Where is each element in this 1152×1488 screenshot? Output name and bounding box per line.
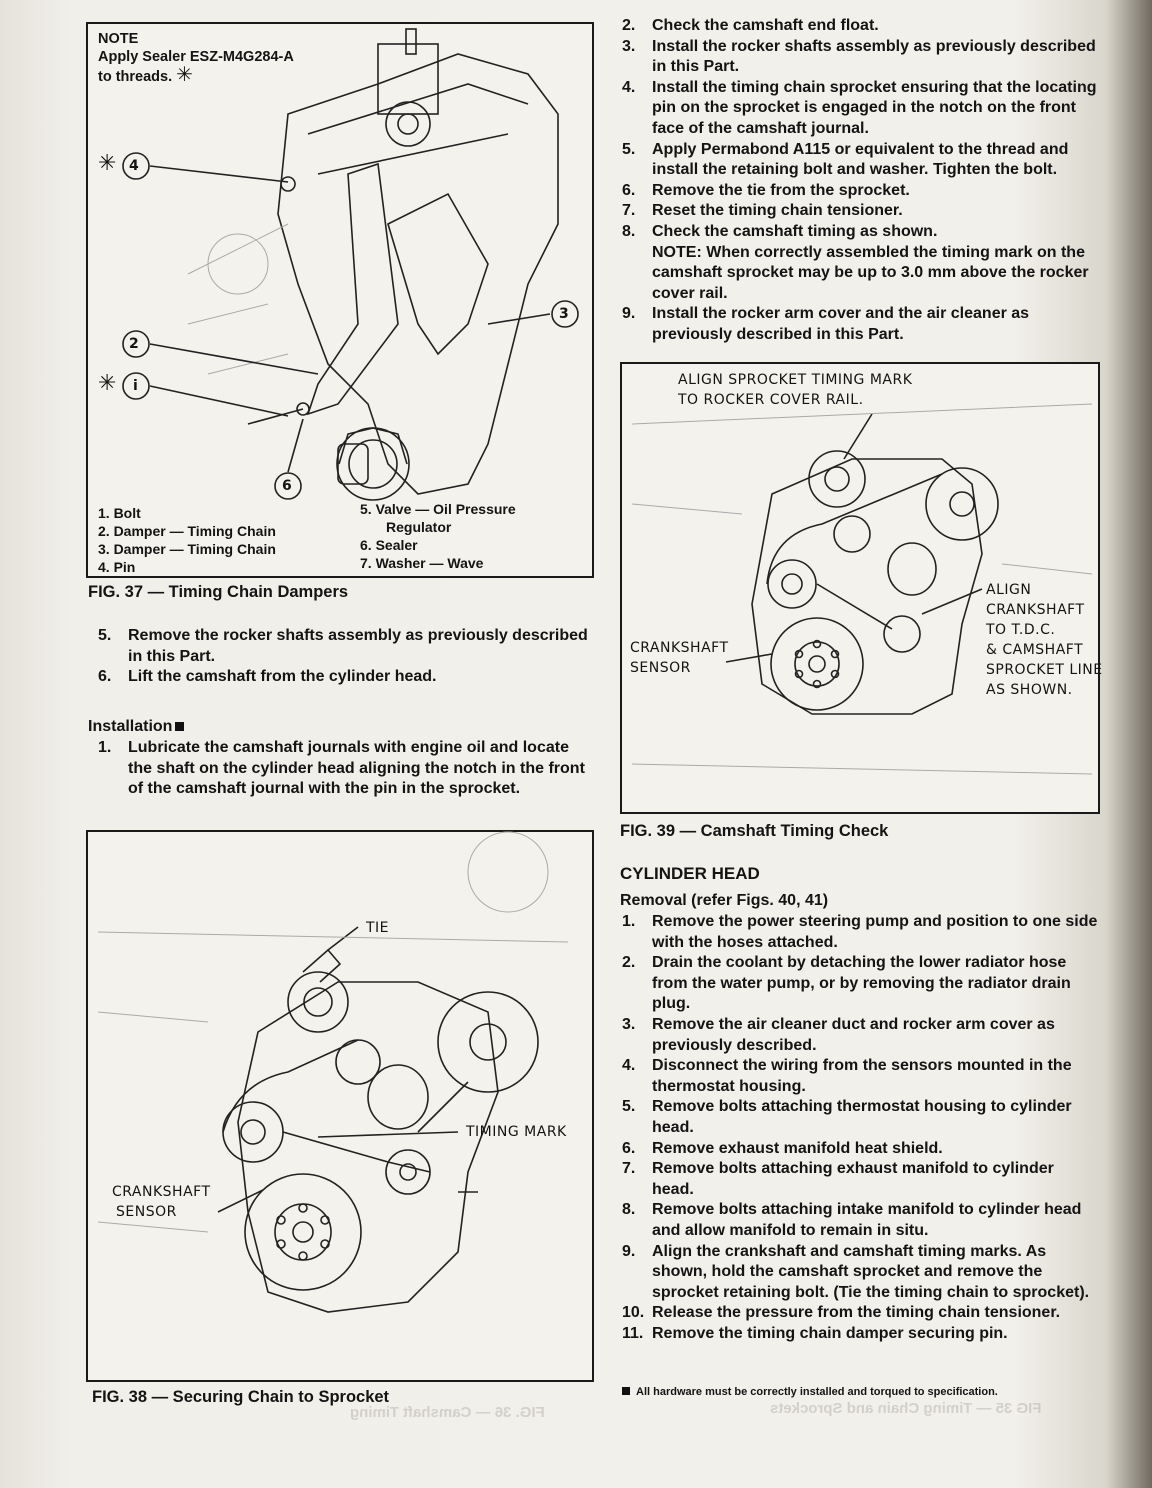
footnote: All hardware must be correctly installed… bbox=[622, 1386, 998, 1398]
callout-3: 3 bbox=[559, 306, 570, 322]
asterisk-icon: ✳ bbox=[98, 370, 117, 395]
list-item: 3.Remove the air cleaner duct and rocker… bbox=[622, 1015, 1055, 1054]
list-item: 6.Lift the camshaft from the cylinder he… bbox=[98, 668, 437, 686]
list-item: 9.Install the rocker arm cover and the a… bbox=[622, 305, 1030, 343]
list-item: 2.Drain the coolant by detaching the low… bbox=[622, 954, 1071, 1013]
removal-heading: Removal (refer Figs. 40, 41) bbox=[620, 892, 829, 909]
right-steps: 2.Check the camshaft end float. 3.Instal… bbox=[622, 16, 1100, 346]
list-item: 8.Check the camshaft timing as shown. bbox=[622, 222, 938, 240]
fig39-box: ALIGN SPROCKET TIMING MARK TO ROCKER COV… bbox=[620, 362, 1103, 814]
legend-item: 2. Damper — Timing Chain bbox=[98, 523, 276, 539]
legend-item: 1. Bolt bbox=[98, 505, 141, 521]
list-item: 10.Release the pressure from the timing … bbox=[622, 1304, 1061, 1322]
legend-item: 7. Washer — Wave bbox=[360, 555, 484, 571]
fig39-label-right: ALIGN CRANKSHAFT TO T.D.C. & CAMSHAFT SP… bbox=[986, 582, 1103, 698]
legend-item: 4. Pin bbox=[98, 559, 136, 575]
callout-4: 4 bbox=[129, 158, 140, 174]
callout-2: 2 bbox=[129, 336, 140, 352]
fig38-label-timing-mark: TIMING MARK bbox=[466, 1124, 567, 1140]
fig38-drawing bbox=[97, 831, 569, 1313]
list-item: 4.Install the timing chain sprocket ensu… bbox=[622, 78, 1097, 137]
installation-steps: 1.Lubricate the camshaft journals with e… bbox=[98, 738, 590, 800]
note-title: NOTE bbox=[98, 31, 139, 47]
list-item: 3.Install the rocker shafts assembly as … bbox=[622, 37, 1096, 76]
cylinder-head-steps: 1.Remove the power steering pump and pos… bbox=[622, 912, 1100, 1344]
fig38-caption: FIG. 38 — Securing Chain to Sprocket bbox=[92, 1388, 390, 1406]
legend-item: 3. Damper — Timing Chain bbox=[98, 541, 276, 557]
list-item: 1.Remove the power steering pump and pos… bbox=[622, 913, 1098, 951]
cylinder-head-heading: CYLINDER HEAD bbox=[620, 864, 760, 883]
bleed-through-right: FIG 35 — Timing Chain and Sprockets bbox=[770, 1400, 1042, 1417]
list-item: 7.Remove bolts attaching exhaust manifol… bbox=[622, 1160, 1054, 1198]
fig39-caption: FIG. 39 — Camshaft Timing Check bbox=[620, 822, 889, 840]
note-line1: Apply Sealer ESZ-M4G284-A bbox=[98, 49, 294, 65]
list-item: 6.Remove exhaust manifold heat shield. bbox=[622, 1139, 943, 1157]
list-item: 7.Reset the timing chain tensioner. bbox=[622, 202, 903, 220]
installation-heading: Installation bbox=[88, 718, 185, 736]
list-item: 8.Remove bolts attaching intake manifold… bbox=[622, 1201, 1082, 1239]
legend-item: 6. Sealer bbox=[360, 537, 418, 553]
fig37-drawing bbox=[122, 28, 579, 501]
legend-item: Regulator bbox=[386, 519, 452, 535]
callout-6: 6 bbox=[282, 478, 293, 494]
list-item: NOTE: When correctly assembled the timin… bbox=[652, 243, 1089, 302]
list-item: 2.Check the camshaft end float. bbox=[622, 17, 879, 34]
fig37-legend-right: 5. Valve — Oil Pressure Regulator 6. Sea… bbox=[360, 500, 516, 572]
list-item: 5.Apply Permabond A115 or equivalent to … bbox=[622, 140, 1069, 179]
fig37-legend-left: 1. Bolt 2. Damper — Timing Chain 3. Damp… bbox=[98, 504, 276, 576]
fig37-note: NOTE Apply Sealer ESZ-M4G284-A to thread… bbox=[98, 30, 294, 86]
fig38-label-tie: TIE bbox=[366, 920, 390, 936]
fig37-caption: FIG. 37 — Timing Chain Dampers bbox=[88, 583, 349, 601]
square-icon bbox=[622, 1387, 630, 1395]
legend-item: 5. Valve — Oil Pressure bbox=[360, 501, 516, 517]
list-item: 1.Lubricate the camshaft journals with e… bbox=[98, 739, 585, 798]
note-line2: to threads. ✳ bbox=[98, 64, 193, 86]
fig37-box: NOTE Apply Sealer ESZ-M4G284-A to thread… bbox=[86, 22, 594, 578]
fig39-label-top: ALIGN SPROCKET TIMING MARK TO ROCKER COV… bbox=[678, 372, 913, 408]
left-steps: 5.Remove the rocker shafts assembly as p… bbox=[98, 626, 590, 688]
list-item: 5.Remove the rocker shafts assembly as p… bbox=[98, 627, 588, 665]
fig38-box: TIE TIMING MARK CRANKSHAFT SENSOR bbox=[86, 830, 594, 1382]
asterisk-icon: ✳ bbox=[176, 64, 193, 86]
fig39-label-left: CRANKSHAFT SENSOR bbox=[630, 640, 729, 676]
fig39-drawing bbox=[631, 403, 1093, 775]
fig38-label-crankshaft: CRANKSHAFT SENSOR bbox=[112, 1184, 211, 1220]
list-item: 5.Remove bolts attaching thermostat hous… bbox=[622, 1098, 1072, 1136]
square-icon bbox=[175, 722, 185, 731]
asterisk-icon: ✳ bbox=[98, 150, 117, 175]
list-item: 4.Disconnect the wiring from the sensors… bbox=[622, 1057, 1072, 1095]
list-item: 11.Remove the timing chain damper securi… bbox=[622, 1324, 1008, 1342]
list-item: 6.Remove the tie from the sprocket. bbox=[622, 181, 910, 199]
callout-1: i bbox=[133, 378, 139, 394]
list-item: 9.Align the crankshaft and camshaft timi… bbox=[622, 1242, 1090, 1301]
